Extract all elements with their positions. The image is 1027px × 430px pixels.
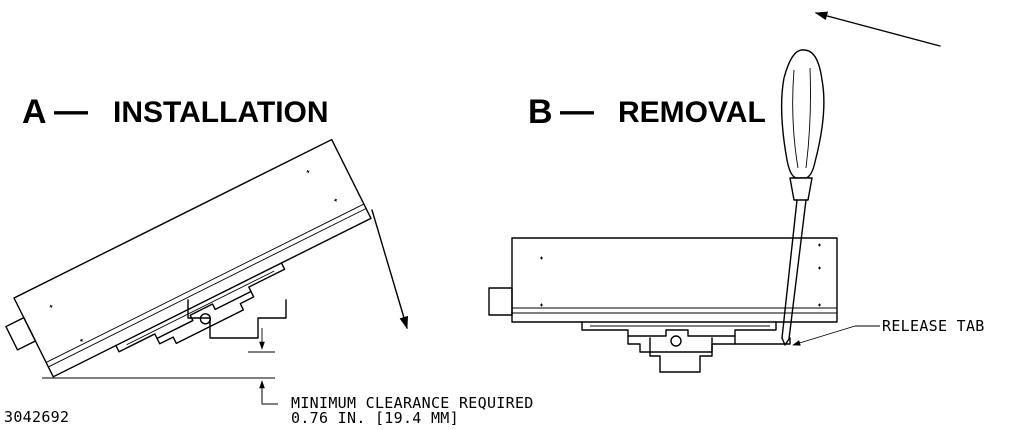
installation-title: INSTALLATION [113, 96, 329, 129]
removal-dash: — [560, 92, 594, 130]
module-connector [5, 316, 37, 351]
installation-letter: A [22, 93, 47, 131]
drawing-number: 3042692 [4, 408, 69, 426]
removal-letter: B [528, 93, 553, 131]
installation-arrow [371, 209, 409, 330]
module-housing [13, 138, 372, 378]
removal-heading: B — REMOVAL [528, 92, 766, 131]
clearance-value: 0.76 IN. [19.4 MM] [291, 409, 459, 427]
screwdriver-ferrule [789, 177, 813, 201]
removal-module-connector [488, 287, 513, 316]
installation-heading: A — INSTALLATION [22, 92, 329, 131]
removal-clip [581, 321, 791, 353]
removal-title: REMOVAL [618, 96, 766, 129]
screwdriver [780, 49, 825, 346]
removal-module [488, 237, 838, 353]
release-tab [734, 337, 791, 345]
installation-clip [115, 262, 286, 353]
release-tab-label: RELEASE TAB [882, 317, 985, 335]
screwdriver-handle [780, 49, 825, 179]
screwdriver-shaft [781, 199, 807, 340]
removal-module-housing [511, 237, 838, 323]
clearance-dimension [42, 328, 278, 405]
installation-din-rail [187, 299, 287, 339]
clearance-label: MINIMUM CLEARANCE REQUIRED [291, 394, 534, 412]
removal-din-rail [649, 337, 713, 373]
removal-arrow [814, 11, 941, 47]
release-tab-leader [792, 325, 856, 346]
module-screws [49, 170, 338, 342]
installation-dash: — [54, 92, 88, 130]
installation-module [5, 138, 372, 378]
removal-module-screws [540, 243, 821, 307]
